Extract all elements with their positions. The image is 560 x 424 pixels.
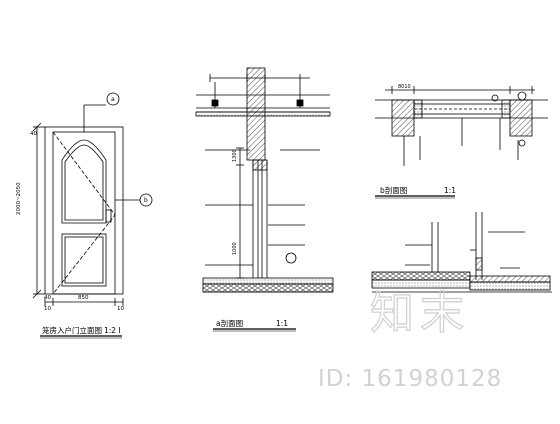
door-handle [105,209,112,223]
threshold-stone [469,275,551,283]
door-lower-panel [61,233,107,287]
dim-top-left-label: 40 [30,131,37,137]
door-elevation [32,92,153,339]
dim-width-label: 850 [78,295,89,301]
door-elevation-title: 笼房入户门立面图 [42,325,102,335]
floor-screed [202,277,334,285]
callout-a-circle [106,92,120,106]
door-lower-panel-inner [64,236,104,284]
door-elevation-scale: 1:2 I [104,326,121,335]
dim-left-bottom-label: 10 [44,306,51,312]
dim-height-label: 2000~2050 [16,182,22,215]
section-a [195,67,334,332]
section-a-scale: 1:1 [276,319,288,328]
section-b-dim-top: 8010 [398,84,411,90]
door-swing-lines [52,131,116,295]
section-a-dim-lower: 1000 [232,242,238,255]
dim-right-bottom-label: 10 [117,306,124,312]
watermark-logo: 知末 [369,288,470,339]
door-upper-panel-inner [64,144,104,221]
door-upper-panel [61,139,107,224]
section-b-scale: 1:1 [444,186,456,195]
threshold-detail [371,212,552,293]
callout-a-label: a [111,96,115,103]
dim-left-label: 40 [44,295,51,301]
wall-right [509,99,533,137]
callout-b-label: b [144,197,148,204]
section-b-title: b剖面图 [380,185,407,195]
wall-left [391,99,415,137]
callout-b-circle [139,193,153,207]
section-a-title: a剖面图 [216,318,243,328]
section-b [375,86,548,199]
section-a-dim-upper: 1300 [232,149,238,162]
floor-tile-left [371,271,471,281]
watermark-id: ID: 161980128 [318,366,503,392]
floor-base [202,283,334,293]
